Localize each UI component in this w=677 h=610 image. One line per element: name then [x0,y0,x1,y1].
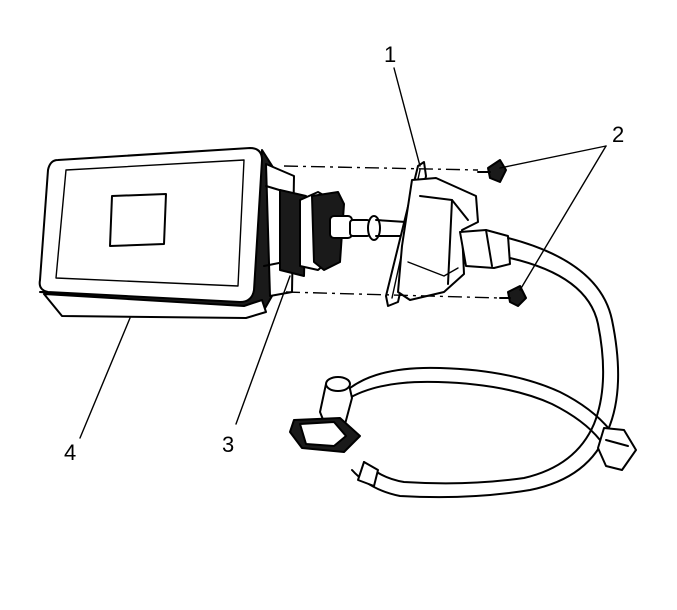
upper-screw [477,159,507,183]
module-connector [279,189,345,277]
callout-3: 3 [222,432,234,457]
module-housing [38,147,295,319]
callout-2: 2 [612,122,624,147]
leader-lines [79,67,607,439]
callout-4: 4 [64,440,76,465]
leader-2b [519,145,607,291]
leader-2a [499,145,607,169]
callout-1: 1 [384,42,396,67]
lower-screw [499,285,527,307]
leader-3 [235,275,291,425]
leader-1 [393,67,421,167]
alignment-lines [283,165,501,299]
cable-harness [289,237,637,499]
leader-4 [79,317,131,439]
harness-connector-body [397,177,511,301]
harness-plug-stem [329,215,407,241]
module-label-square [109,193,167,247]
